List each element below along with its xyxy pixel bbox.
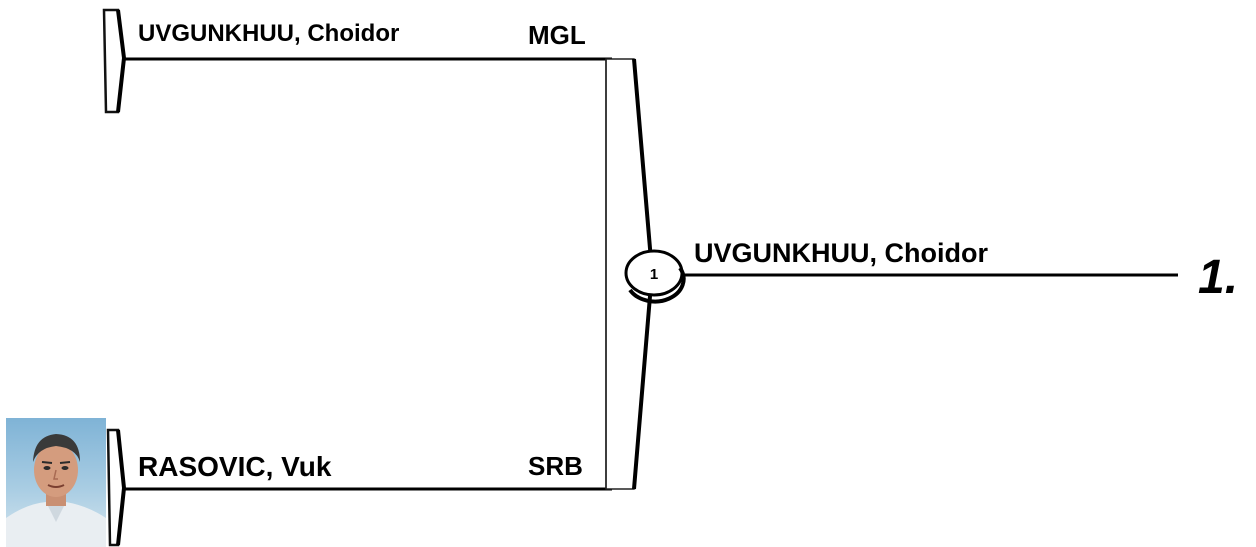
top-player-name: UVGUNKHUU, Choidor (138, 20, 400, 47)
bottom-player-country: SRB (528, 451, 583, 481)
match-number: 1 (650, 266, 658, 283)
top-player-country: MGL (528, 20, 586, 50)
bottom-player-name: RASOVIC, Vuk (138, 451, 332, 482)
avatar (6, 434, 106, 547)
player-photo (6, 418, 106, 547)
winner-name: UVGUNKHUU, Choidor (694, 238, 988, 268)
placement-label: 1. (1198, 251, 1239, 304)
